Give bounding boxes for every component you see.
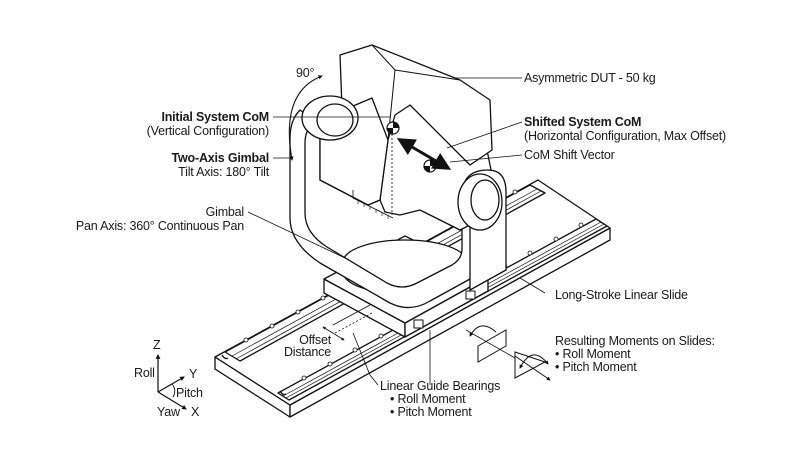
dut-label: Asymmetric DUT - 50 kg: [524, 71, 656, 85]
guide-bearings-title: Linear Guide Bearings: [380, 379, 501, 393]
resulting-moments-roll: • Roll Moment: [555, 347, 631, 361]
initial-com-subtitle: (Vertical Configuration): [146, 124, 270, 138]
shifted-com-title: Shifted System CoM: [524, 115, 642, 129]
initial-com-marker: [386, 121, 400, 135]
resulting-moments-title: Resulting Moments on Slides:: [555, 334, 715, 348]
axis-roll-label: Roll: [134, 366, 155, 380]
offset-distance-line2: Distance: [283, 345, 331, 359]
guide-bearings-roll: • Roll Moment: [390, 392, 466, 406]
initial-com-title: Initial System CoM: [161, 110, 269, 124]
offset-distance-line1: Offset: [299, 333, 331, 347]
gimbal-pan-subtitle: Pan Axis: 360° Continuous Pan: [75, 219, 244, 233]
axis-x-label: X: [191, 405, 200, 419]
roll-moment-glyph: [465, 325, 516, 363]
com-shift-vector-label: CoM Shift Vector: [524, 148, 615, 162]
linear-slide-label: Long-Stroke Linear Slide: [555, 288, 688, 302]
pitch-moment-glyph: [514, 351, 551, 381]
rotation-90-label: 90°: [296, 66, 315, 80]
two-axis-gimbal-subtitle: Tilt Axis: 180° Tilt: [178, 165, 269, 179]
axis-triad: [155, 354, 187, 410]
shifted-com-marker: [423, 159, 437, 173]
com-shift-vector: [396, 138, 452, 170]
two-axis-gimbal-title: Two-Axis Gimbal: [171, 151, 270, 165]
tilt-hub-right: [457, 169, 507, 291]
axis-y-label: Y: [189, 367, 198, 381]
axis-z-label: Z: [153, 338, 161, 352]
gimbal-pan-title: Gimbal: [205, 205, 245, 219]
leader-lines: [247, 77, 546, 386]
axis-pitch-label: Pitch: [176, 386, 203, 400]
axis-yaw-label: Yaw: [157, 405, 180, 419]
offset-scale: [322, 304, 373, 341]
shifted-com-subtitle: (Horizontal Configuration, Max Offset): [524, 129, 726, 143]
tilt-hub-left: [301, 95, 359, 141]
resulting-moments-pitch: • Pitch Moment: [555, 360, 637, 374]
tilt-rotation-arrow: [288, 75, 323, 161]
guide-bearings-pitch: • Pitch Moment: [390, 405, 472, 419]
